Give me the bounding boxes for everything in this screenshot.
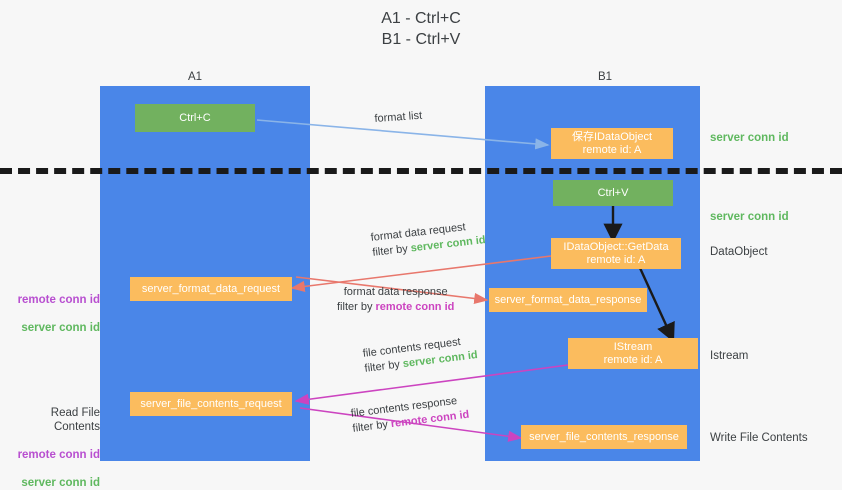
annotation-server-conn-id-1: server conn id — [710, 132, 789, 144]
read-file-contents-heading: Read File Contents — [50, 407, 100, 433]
edge-label-format-list-text: format list — [374, 109, 423, 125]
annotation-server-conn-id-2: server conn id — [710, 211, 789, 223]
edge-label-file-contents-request: file contents request filter by server c… — [362, 333, 479, 377]
annotation-dataobject: DataObject — [710, 246, 768, 258]
node-ctrl-v[interactable]: Ctrl+V — [553, 180, 673, 206]
format-data-response-filter-target: remote conn id — [375, 301, 455, 313]
annotation-read-file-contents: Read File Contents remote conn id server… — [4, 392, 100, 490]
remote-conn-id-label-2: remote conn id — [17, 449, 100, 461]
server-conn-id-label-2: server conn id — [21, 477, 100, 489]
page-title: A1 - Ctrl+C B1 - Ctrl+V — [381, 10, 461, 48]
lane-title-b1: B1 — [597, 71, 613, 83]
edge-label-format-data-response: format data response filter by remote co… — [337, 285, 454, 315]
node-server-format-data-request[interactable]: server_format_data_request — [130, 277, 292, 301]
annotation-conn-ids-1: remote conn id server conn id — [8, 279, 100, 335]
node-idataobject-getdata[interactable]: IDataObject::GetData remote id: A — [551, 238, 681, 269]
remote-conn-id-label-1: remote conn id — [17, 294, 100, 306]
format-data-request-filter-prefix: filter by — [371, 242, 412, 259]
edge-label-file-contents-response: file contents response filter by remote … — [350, 393, 470, 437]
node-ctrl-c[interactable]: Ctrl+C — [135, 104, 255, 132]
edge-label-format-list: format list — [374, 109, 423, 127]
file-contents-request-filter-prefix: filter by — [363, 358, 404, 375]
lane-title-a1: A1 — [187, 71, 203, 83]
annotation-write-file-contents: Write File Contents — [710, 432, 808, 444]
file-contents-response-filter-prefix: filter by — [351, 418, 392, 435]
annotation-istream: Istream — [710, 350, 749, 362]
node-server-format-data-response[interactable]: server_format_data_response — [489, 288, 647, 312]
node-server-file-contents-request[interactable]: server_file_contents_request — [130, 392, 292, 416]
format-data-response-filter-prefix: filter by — [337, 301, 376, 313]
server-conn-id-label-1: server conn id — [21, 322, 100, 334]
edge-label-format-data-request: format data request filter by server con… — [370, 218, 486, 261]
node-save-idataobject[interactable]: 保存IDataObject remote id: A — [551, 128, 673, 159]
format-data-response-text: format data response — [343, 286, 448, 298]
node-server-file-contents-response[interactable]: server_file_contents_response — [521, 425, 687, 449]
phase-divider — [0, 168, 842, 174]
node-istream[interactable]: IStream remote id: A — [568, 338, 698, 369]
